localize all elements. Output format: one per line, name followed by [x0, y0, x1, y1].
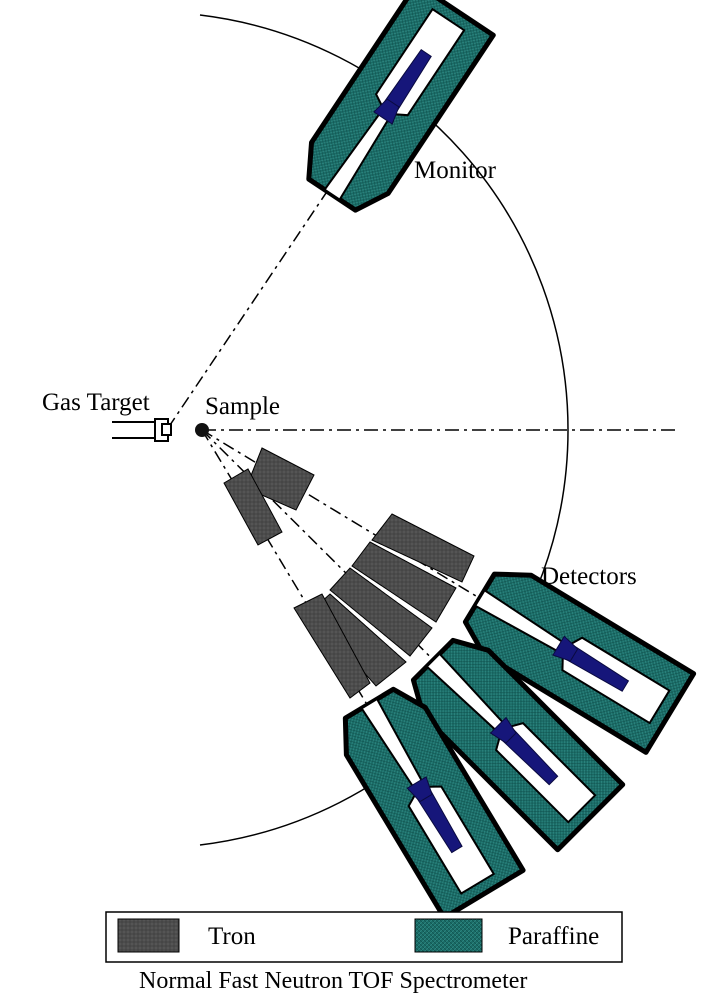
- monitor-label: Monitor: [414, 157, 497, 184]
- legend-iron-label: Tron: [208, 923, 256, 950]
- sample-point: [195, 423, 209, 437]
- legend-frame: [105, 911, 623, 963]
- legend: Tron Paraffine: [105, 911, 623, 963]
- detectors-label: Detectors: [541, 563, 637, 590]
- sample-label: Sample: [205, 393, 280, 420]
- iron-block: [329, 567, 433, 657]
- iron-block: [293, 593, 371, 699]
- legend-iron-swatch: [117, 918, 180, 953]
- iron-block: [351, 541, 457, 623]
- figure-caption: Normal Fast Neutron TOF Spectrometer: [139, 968, 527, 994]
- iron-block: [223, 468, 283, 546]
- gas-target-label: Gas Target: [42, 389, 150, 416]
- monitor-detector: [294, 0, 493, 220]
- legend-paraffin-label: Paraffine: [508, 923, 599, 950]
- gas-target: [112, 418, 172, 442]
- iron-shield-blocks: [223, 447, 475, 699]
- legend-paraffin-swatch: [414, 918, 483, 953]
- iron-block: [371, 513, 475, 583]
